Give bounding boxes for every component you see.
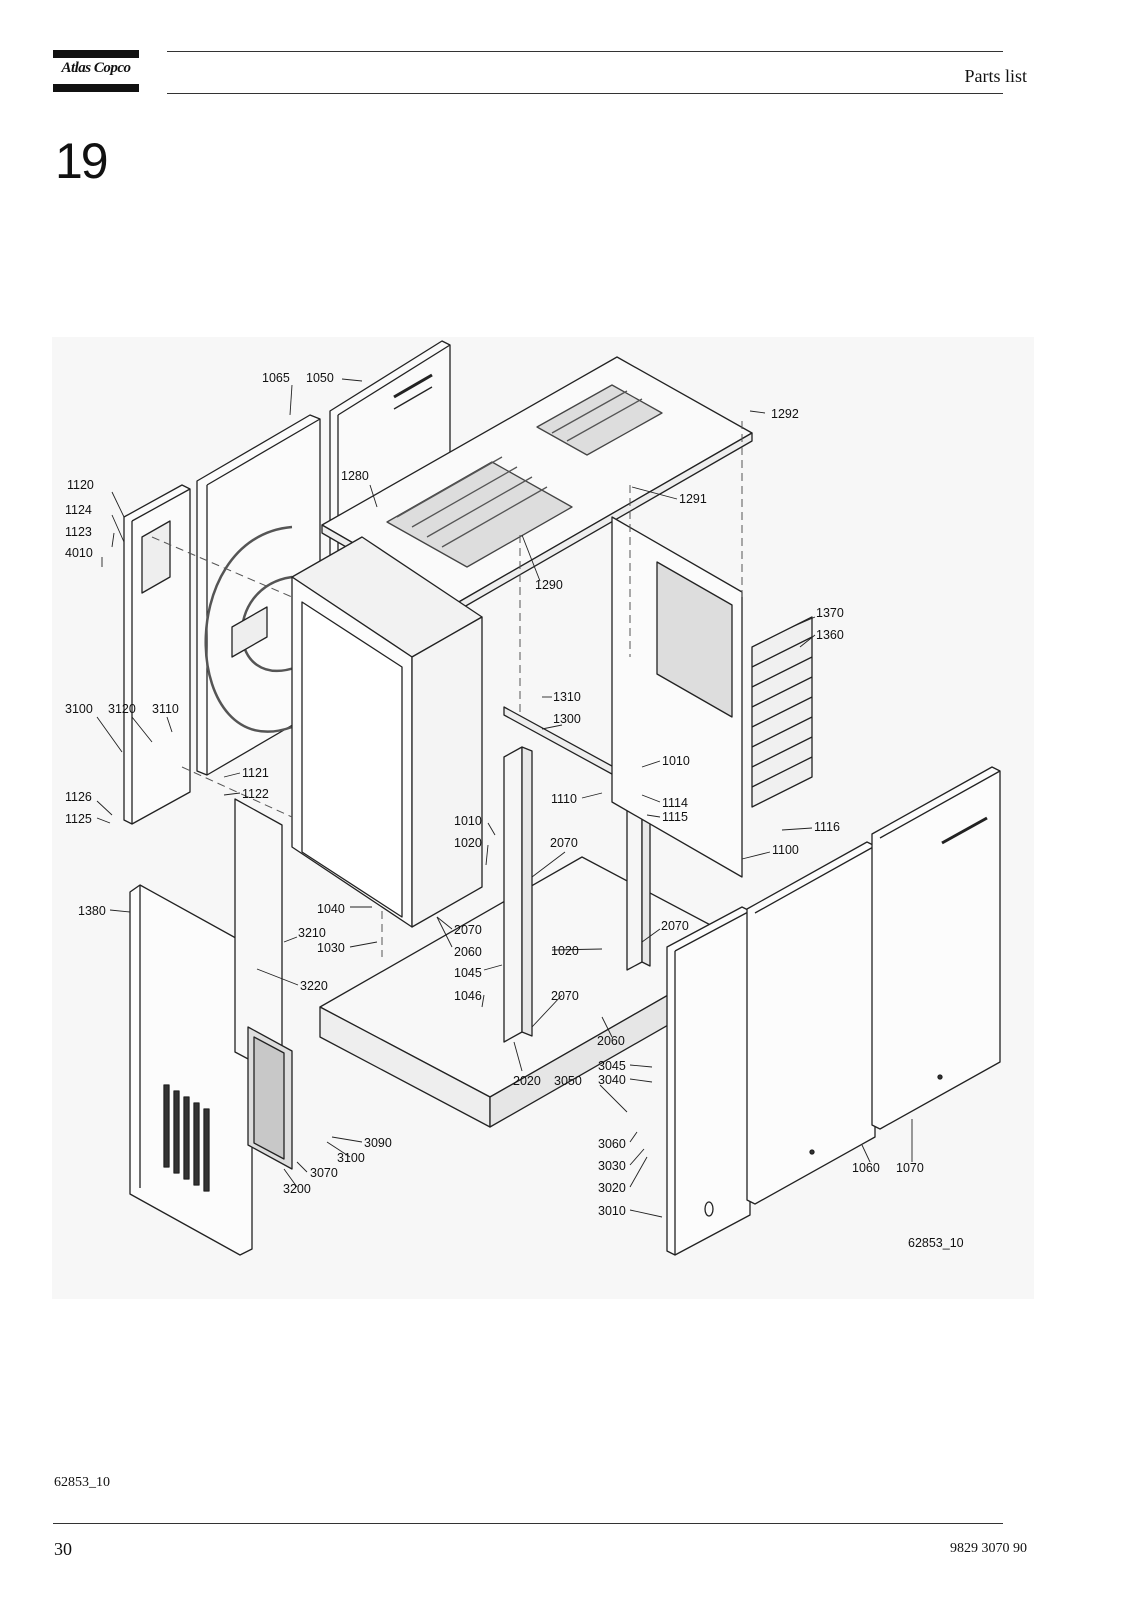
callout-1116: 1116	[814, 820, 840, 834]
callout-3110: 3110	[152, 702, 179, 716]
callout-1115: 1115	[662, 810, 688, 824]
callout-1125: 1125	[65, 812, 92, 826]
callout-2070-b: 2070	[454, 923, 482, 937]
left-door-1120	[123, 484, 191, 825]
louvre-1360	[751, 616, 813, 808]
callout-2060-b: 2060	[597, 1034, 625, 1048]
side-panel-1070	[871, 766, 1001, 1130]
callout-3100-bottom: 3100	[337, 1151, 365, 1165]
page-title: Parts list	[964, 66, 1027, 86]
callout-3210: 3210	[298, 926, 326, 940]
callout-1280: 1280	[341, 469, 369, 483]
callout-3010: 3010	[598, 1204, 626, 1218]
drawing-id-label: 62853_10	[908, 1236, 964, 1250]
callout-3070: 3070	[310, 1166, 338, 1180]
callout-1370: 1370	[816, 606, 844, 620]
assembly-lines	[151, 421, 743, 957]
callout-1292: 1292	[771, 407, 799, 421]
callout-3030: 3030	[598, 1159, 626, 1173]
back-panel-1065	[196, 414, 321, 776]
callout-leaders	[96, 378, 913, 1218]
callout-1046: 1046	[454, 989, 482, 1003]
callout-1124: 1124	[65, 503, 92, 517]
callout-1126: 1126	[65, 790, 92, 804]
callout-1300: 1300	[553, 712, 581, 726]
callout-1065: 1065	[262, 371, 290, 385]
logo-text: Atlas Copco	[61, 60, 131, 76]
header-rule-top	[167, 51, 1003, 52]
callout-2070-a: 2070	[550, 836, 578, 850]
front-door-1380	[129, 884, 253, 1256]
callout-1030: 1030	[317, 941, 345, 955]
callout-1010-right: 1010	[662, 754, 690, 768]
callout-1291: 1291	[679, 492, 707, 506]
callout-1060: 1060	[852, 1161, 880, 1175]
callout-1100: 1100	[772, 843, 799, 857]
callout-1050: 1050	[306, 371, 334, 385]
callout-1114: 1114	[662, 796, 688, 810]
callout-1120: 1120	[67, 478, 94, 492]
callout-3060: 3060	[598, 1137, 626, 1151]
callout-2020: 2020	[513, 1074, 541, 1088]
callout-1290: 1290	[535, 578, 563, 592]
callout-labels: 1065 1050 1292 1280 1291 1120 1124 1123 …	[65, 371, 964, 1250]
callout-1310: 1310	[553, 690, 581, 704]
callout-1110: 1110	[551, 792, 577, 806]
filter-frame-3200	[247, 1026, 293, 1170]
figure-reference: 62853_10	[54, 1475, 110, 1490]
callout-1010-left: 1010	[454, 814, 482, 828]
callout-3020: 3020	[598, 1181, 626, 1195]
callout-1122: 1122	[242, 787, 269, 801]
callout-1045: 1045	[454, 966, 482, 980]
callout-3200: 3200	[283, 1182, 311, 1196]
document-number: 9829 3070 90	[950, 1541, 1027, 1556]
atlas-copco-logo: Atlas Copco	[53, 50, 139, 94]
callout-1070: 1070	[896, 1161, 924, 1175]
callout-2070-c: 2070	[661, 919, 689, 933]
callout-3220: 3220	[300, 979, 328, 993]
upright-1010-front	[503, 746, 533, 1043]
callout-1123: 1123	[65, 525, 92, 539]
callout-2070-d: 2070	[551, 989, 579, 1003]
callout-3100-left: 3100	[65, 702, 93, 716]
exploded-view-svg: 1065 1050 1292 1280 1291 1120 1124 1123 …	[65, 340, 1001, 1256]
callout-1020-right: 1020	[551, 944, 579, 958]
footer-rule	[53, 1523, 1003, 1524]
callout-1360: 1360	[816, 628, 844, 642]
callout-1380: 1380	[78, 904, 106, 918]
callout-4010: 4010	[65, 546, 93, 560]
logo-bar-top	[53, 50, 139, 58]
cabinet-frame	[291, 536, 483, 928]
callout-1121: 1121	[242, 766, 269, 780]
callout-1040: 1040	[317, 902, 345, 916]
section-number: 19	[55, 133, 109, 189]
callout-1020-left: 1020	[454, 836, 482, 850]
callout-3040: 3040	[598, 1073, 626, 1087]
header-rule-bottom	[167, 93, 1003, 94]
page-number: 30	[54, 1539, 72, 1559]
callout-2060-a: 2060	[454, 945, 482, 959]
logo-bar-bottom	[53, 84, 139, 92]
callout-3090: 3090	[364, 1136, 392, 1150]
rear-frame-grille	[611, 516, 743, 878]
exploded-view-drawing: 1065 1050 1292 1280 1291 1120 1124 1123 …	[52, 337, 1034, 1299]
callout-3045: 3045	[598, 1059, 626, 1073]
front-door-3010	[666, 906, 751, 1256]
callout-3120: 3120	[108, 702, 136, 716]
side-panel-1060	[746, 841, 876, 1205]
callout-3050: 3050	[554, 1074, 582, 1088]
